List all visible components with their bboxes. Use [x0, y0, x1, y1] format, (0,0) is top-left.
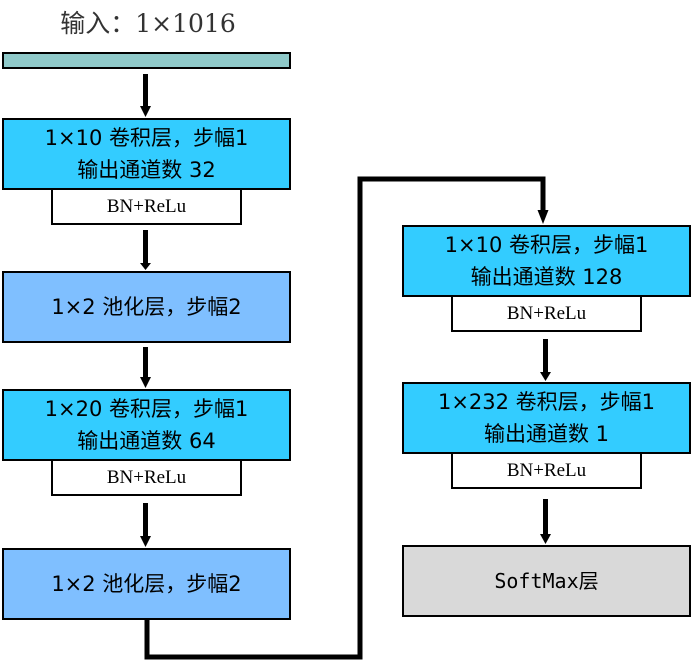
- arrowhead-pool2-conv3: [537, 210, 549, 224]
- arrowhead-conv4-softmax: [540, 534, 551, 544]
- conv2-channels-label: 输出通道数 64: [77, 429, 216, 453]
- arrow-conv2-pool2: [143, 503, 148, 539]
- pool2-label: 1×2 池化层，步幅2: [51, 572, 242, 596]
- arrow-conv1-pool1: [143, 230, 148, 266]
- softmax-block: SoftMax层: [402, 545, 691, 617]
- conv3-block: 1×10 卷积层，步幅1 输出通道数 128: [402, 225, 691, 297]
- conv4-block: 1×232 卷积层，步幅1 输出通道数 1: [402, 382, 691, 454]
- conv4-kernel-label: 1×232 卷积层，步幅1: [437, 390, 656, 414]
- softmax-label: SoftMax层: [494, 569, 599, 593]
- arrowhead-pool1-conv2: [140, 377, 151, 388]
- conv1-block: 1×10 卷积层，步幅1 输出通道数 32: [2, 118, 291, 190]
- arrow-pool1-conv2: [143, 347, 148, 379]
- connector-pool2-conv3: [144, 176, 546, 660]
- input-label: 输入：1×1016: [60, 9, 236, 38]
- arrowhead-input-conv1: [140, 106, 151, 117]
- pool1-block: 1×2 池化层，步幅2: [2, 271, 291, 343]
- arrow-conv4-softmax: [543, 499, 548, 536]
- input-layer-bar: [2, 52, 291, 69]
- conv1-bn-relu: BN+ReLu: [51, 190, 242, 225]
- arrowhead-conv1-pool1: [140, 263, 151, 270]
- conv4-bn-relu: BN+ReLu: [451, 454, 642, 489]
- conv4-channels-label: 输出通道数 1: [483, 422, 610, 446]
- arrowhead-conv3-conv4: [540, 372, 551, 381]
- arrow-input-conv1: [143, 74, 148, 108]
- conv1-channels-label: 输出通道数 32: [77, 158, 216, 182]
- arrow-conv3-conv4: [543, 339, 548, 374]
- conv3-kernel-label: 1×10 卷积层，步幅1: [444, 233, 649, 257]
- conv2-bn-relu: BN+ReLu: [51, 461, 242, 496]
- conv3-bn-relu: BN+ReLu: [451, 297, 642, 332]
- arrowhead-conv2-pool2: [140, 536, 151, 547]
- conv3-channels-label: 输出通道数 128: [470, 265, 623, 289]
- conv2-block: 1×20 卷积层，步幅1 输出通道数 64: [2, 389, 291, 461]
- pool2-block: 1×2 池化层，步幅2: [2, 548, 291, 620]
- pool1-label: 1×2 池化层，步幅2: [51, 295, 242, 319]
- conv2-kernel-label: 1×20 卷积层，步幅1: [44, 397, 249, 421]
- conv1-kernel-label: 1×10 卷积层，步幅1: [44, 126, 249, 150]
